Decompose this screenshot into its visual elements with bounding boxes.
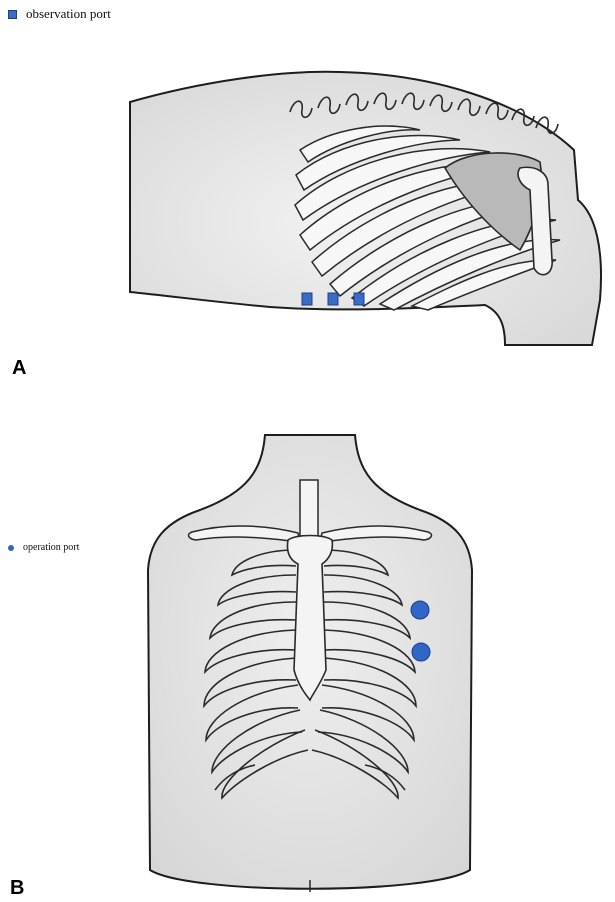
lateral-chest-illustration	[0, 0, 615, 395]
observation-port-3	[354, 293, 364, 305]
panel-label-a: A	[12, 357, 26, 380]
anterior-chest-illustration	[0, 400, 615, 902]
panel-label-b: B	[10, 877, 24, 900]
operation-port-1	[411, 601, 429, 619]
observation-port-2	[328, 293, 338, 305]
observation-ports	[302, 293, 364, 305]
observation-port-1	[302, 293, 312, 305]
operation-port-2	[412, 643, 430, 661]
cervical-spine	[300, 480, 318, 540]
